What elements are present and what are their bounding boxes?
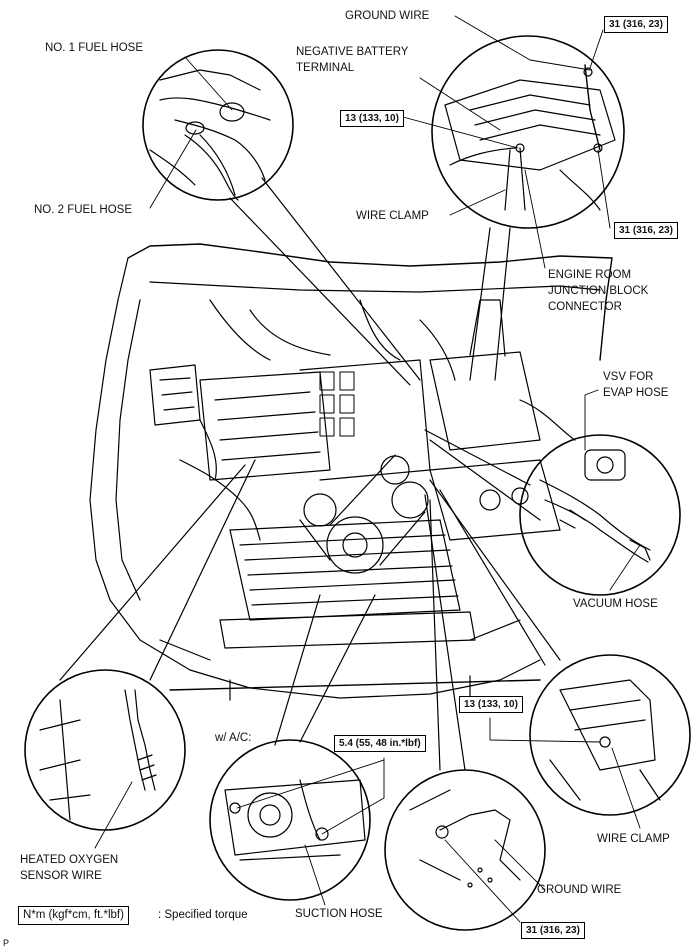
no2-fuel-hose-label: NO. 2 FUEL HOSE xyxy=(34,204,132,216)
corner-mark: P xyxy=(3,938,10,948)
negative-battery-label-line2: TERMINAL xyxy=(296,62,355,74)
suction-hose-callout xyxy=(209,594,385,906)
ground-wire-top-label: GROUND WIRE xyxy=(345,10,430,22)
engine-room-label-line2: JUNCTION BLOCK xyxy=(548,285,649,297)
heated-oxygen-label-line2: SENSOR WIRE xyxy=(20,870,102,882)
wire-clamp-callout xyxy=(429,479,691,829)
vsv-label-line1: VSV FOR xyxy=(603,371,654,383)
vsv-callout xyxy=(424,389,681,596)
torque-box-31-mid-right: 31 (316, 23) xyxy=(614,222,678,239)
engine-compartment xyxy=(89,243,613,701)
wire-clamp-bottom-label: WIRE CLAMP xyxy=(597,833,670,845)
legend-text: : Specified torque xyxy=(158,909,248,921)
battery-callout xyxy=(402,15,625,381)
no1-fuel-hose-label: NO. 1 FUEL HOSE xyxy=(45,42,143,54)
negative-battery-label-line1: NEGATIVE BATTERY xyxy=(296,46,409,58)
oxygen-sensor-callout xyxy=(24,459,256,849)
torque-box-31-top-right: 31 (316, 23) xyxy=(604,16,668,33)
heated-oxygen-label-line1: HEATED OXYGEN xyxy=(20,854,119,866)
torque-box-13-right: 13 (133, 10) xyxy=(459,696,523,713)
engine-room-label-line1: ENGINE ROOM xyxy=(548,269,632,281)
torque-box-31-bottom: 31 (316, 23) xyxy=(521,922,585,939)
w-ac-label: w/ A/C: xyxy=(215,732,252,744)
vsv-label-line2: EVAP HOSE xyxy=(603,387,669,399)
suction-hose-label: SUCTION HOSE xyxy=(295,908,383,920)
ground-wire-bottom-label: GROUND WIRE xyxy=(537,884,622,896)
fuel-hose-callout xyxy=(142,49,421,386)
torque-box-5-4: 5.4 (55, 48 in.*lbf) xyxy=(334,735,426,752)
torque-box-13-top: 13 (133, 10) xyxy=(340,110,404,127)
engine-room-label-line3: CONNECTOR xyxy=(548,301,622,313)
legend-unit-box: N*m (kgf*cm, ft.*lbf) xyxy=(18,906,129,925)
vacuum-hose-label: VACUUM HOSE xyxy=(573,598,658,610)
wire-clamp-top-label: WIRE CLAMP xyxy=(356,210,429,222)
ground-wire-callout xyxy=(384,494,546,931)
